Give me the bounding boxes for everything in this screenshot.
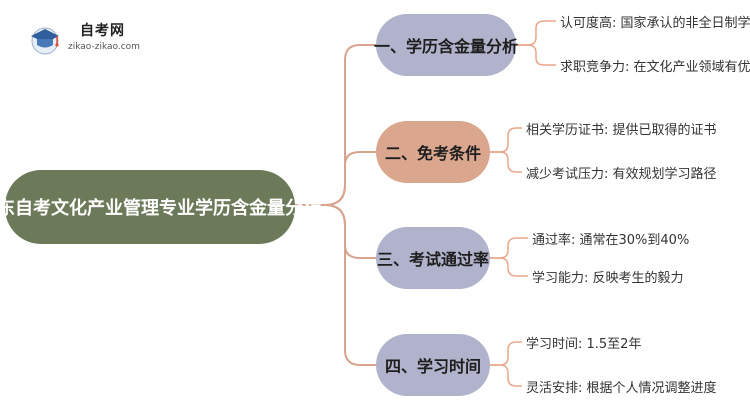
leaf-link-4b bbox=[490, 364, 522, 387]
branch-node-1: 一、学历含金量分析 bbox=[374, 14, 518, 76]
graduation-cap-icon bbox=[31, 27, 59, 55]
leaf-link-4a bbox=[490, 341, 522, 366]
leaf-node-1a: 认可度高: 国家承认的非全日制学历 bbox=[560, 16, 750, 31]
leaf-node-3a: 通过率: 通常在30%到40% bbox=[532, 233, 690, 248]
branch-node-3: 三、考试通过率 bbox=[376, 227, 490, 289]
logo-subtitle: zikao-zikao.com bbox=[68, 42, 140, 52]
leaf-link-3b bbox=[490, 257, 528, 277]
logo-title: 自考网 bbox=[80, 23, 125, 39]
branch-node-2: 二、免考条件 bbox=[376, 121, 490, 183]
leaf-node-2a: 相关学历证书: 提供已取得的证书 bbox=[526, 123, 717, 138]
leaf-link-1a bbox=[516, 20, 556, 46]
leaf-link-3a bbox=[490, 237, 528, 259]
leaf-node-4a: 学习时间: 1.5至2年 bbox=[526, 337, 642, 352]
branch-node-4: 四、学习时间 bbox=[376, 334, 490, 396]
leaf-link-1b bbox=[516, 44, 556, 66]
root-link-4 bbox=[295, 204, 376, 366]
site-logo: 自考网 zikao-zikao.com bbox=[28, 18, 188, 62]
leaf-link-2a bbox=[490, 127, 522, 153]
leaf-node-3b: 学习能力: 反映考生的毅力 bbox=[532, 271, 684, 286]
leaf-node-4b: 灵活安排: 根据个人情况调整进度 bbox=[526, 381, 717, 396]
leaf-link-2b bbox=[490, 151, 522, 173]
leaf-node-1b: 求职竞争力: 在文化产业领域有优势 bbox=[560, 60, 750, 75]
root-link-2 bbox=[295, 151, 376, 206]
leaf-node-2b: 减少考试压力: 有效规划学习路径 bbox=[526, 167, 717, 182]
root-node: 广东自考文化产业管理专业学历含金量分析 bbox=[0, 170, 321, 244]
root-link-1 bbox=[295, 44, 376, 206]
